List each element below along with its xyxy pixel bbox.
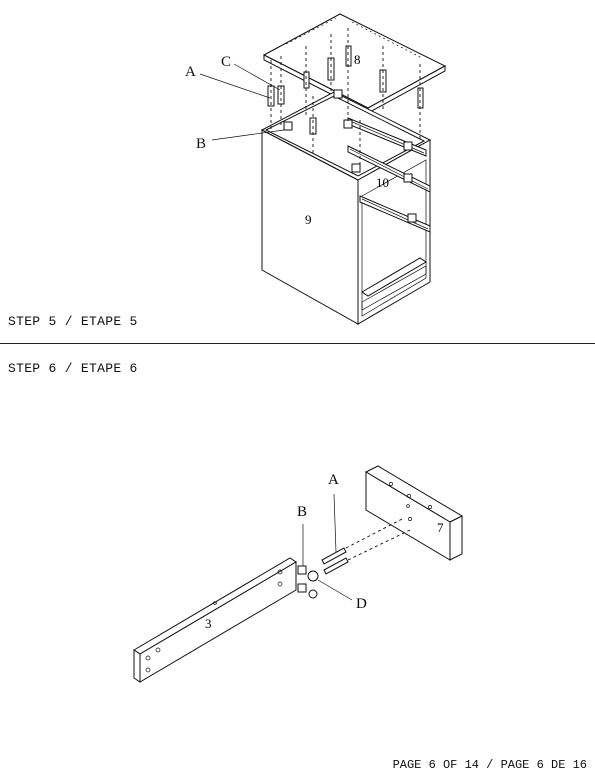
part-number-7: 7 [437,520,444,535]
part-number-8: 8 [354,52,361,67]
callout-a-step5: A [185,64,196,80]
part-number-10: 10 [376,175,389,190]
step6-label: STEP 6 / ETAPE 6 [8,361,138,376]
page-number: PAGE 6 OF 14 / PAGE 6 DE 16 [392,758,587,772]
step5-label: STEP 5 / ETAPE 5 [8,314,138,329]
callout-b-step5: B [196,136,207,152]
callout-a-step6: A [328,472,339,488]
part-number-3: 3 [205,616,212,631]
section-divider [0,343,595,344]
callout-b-step6: B [297,504,308,520]
long-panel [133,557,297,683]
callout-c-step5: C [221,54,232,70]
part-number-9: 9 [305,212,312,227]
step5-illustration [199,13,447,325]
callout-d-step6: D [356,596,367,612]
block-part [364,465,464,561]
